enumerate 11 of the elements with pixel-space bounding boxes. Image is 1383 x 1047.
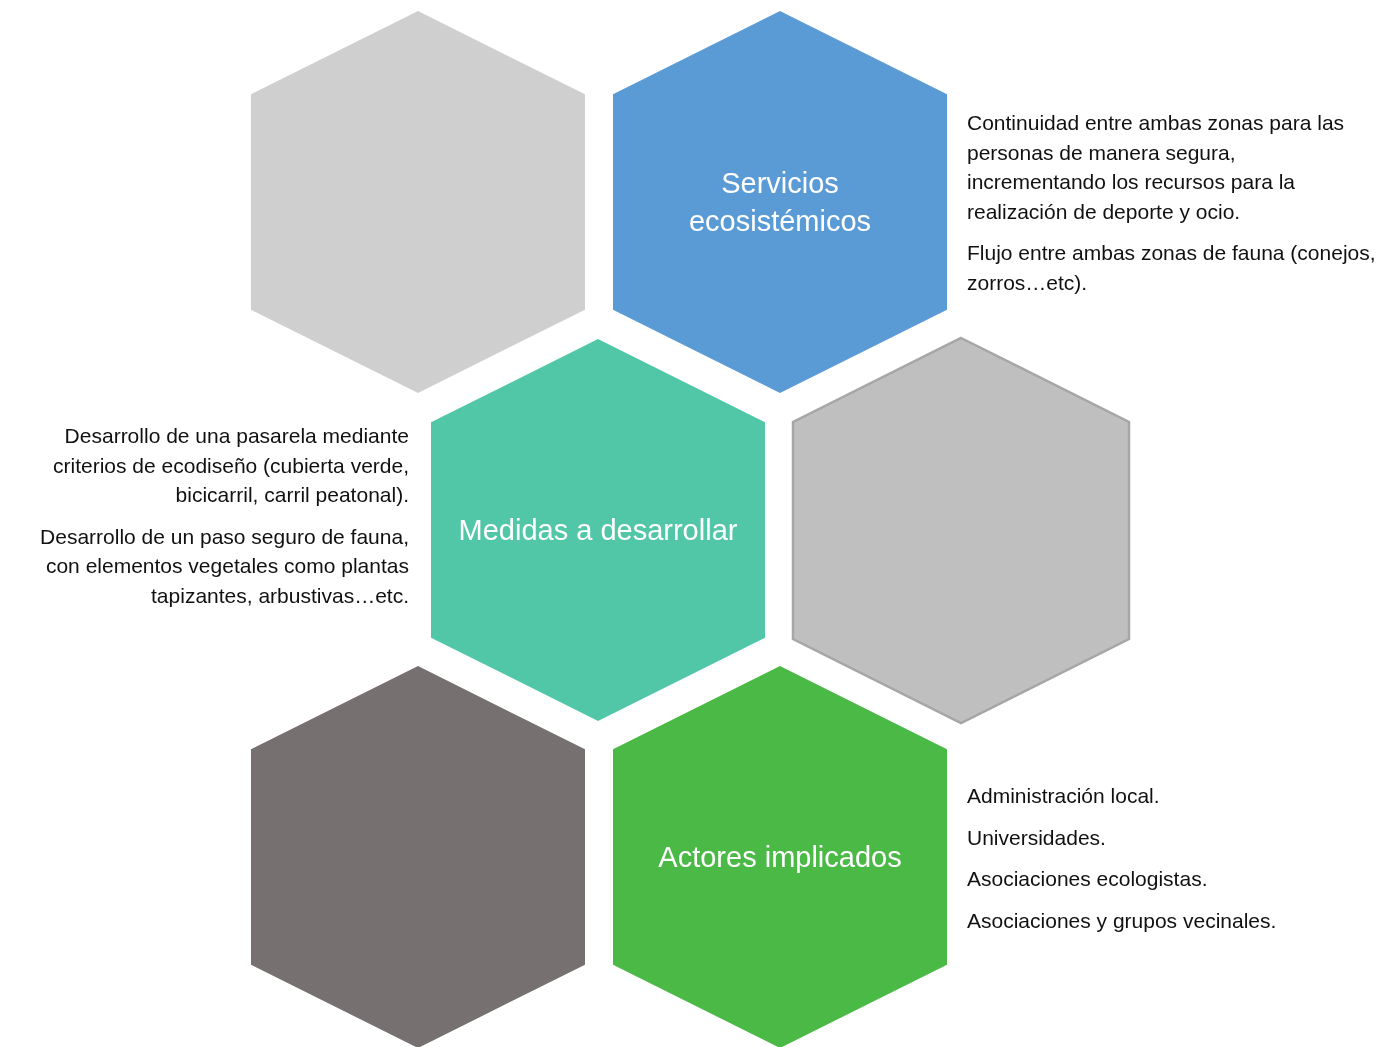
description-text: Universidades. [967, 824, 1107, 851]
hexagon-label: Actores implicados [657, 840, 903, 875]
description-text: Desarrollo de un paso seguro de fauna, con elementos vegetales como plantas tapizantes, arbustivas…etc. [39, 523, 409, 609]
description-text: Asociaciones y grupos vecinales. [967, 907, 1278, 934]
description-text: Administración local. [967, 783, 1161, 809]
hexagon-label: Medidas a desarrollar [457, 513, 739, 548]
description-text: Desarrollo de una pasarela mediante criterios de ecodiseño (cubierta verde, bicicarril, carril peatonal). [52, 423, 409, 508]
description-text: Continuidad entre ambas zonas para las personas de manera segura, incrementando los recursos para la realización de deporte y ocio. [967, 110, 1346, 225]
description-text: Flujo entre ambas zonas de fauna (conejos, zorros…etc). [967, 240, 1377, 296]
hexagon-label: Servicios ecosistémicos [687, 166, 873, 239]
description-text: Asociaciones ecologistas. [967, 866, 1209, 892]
